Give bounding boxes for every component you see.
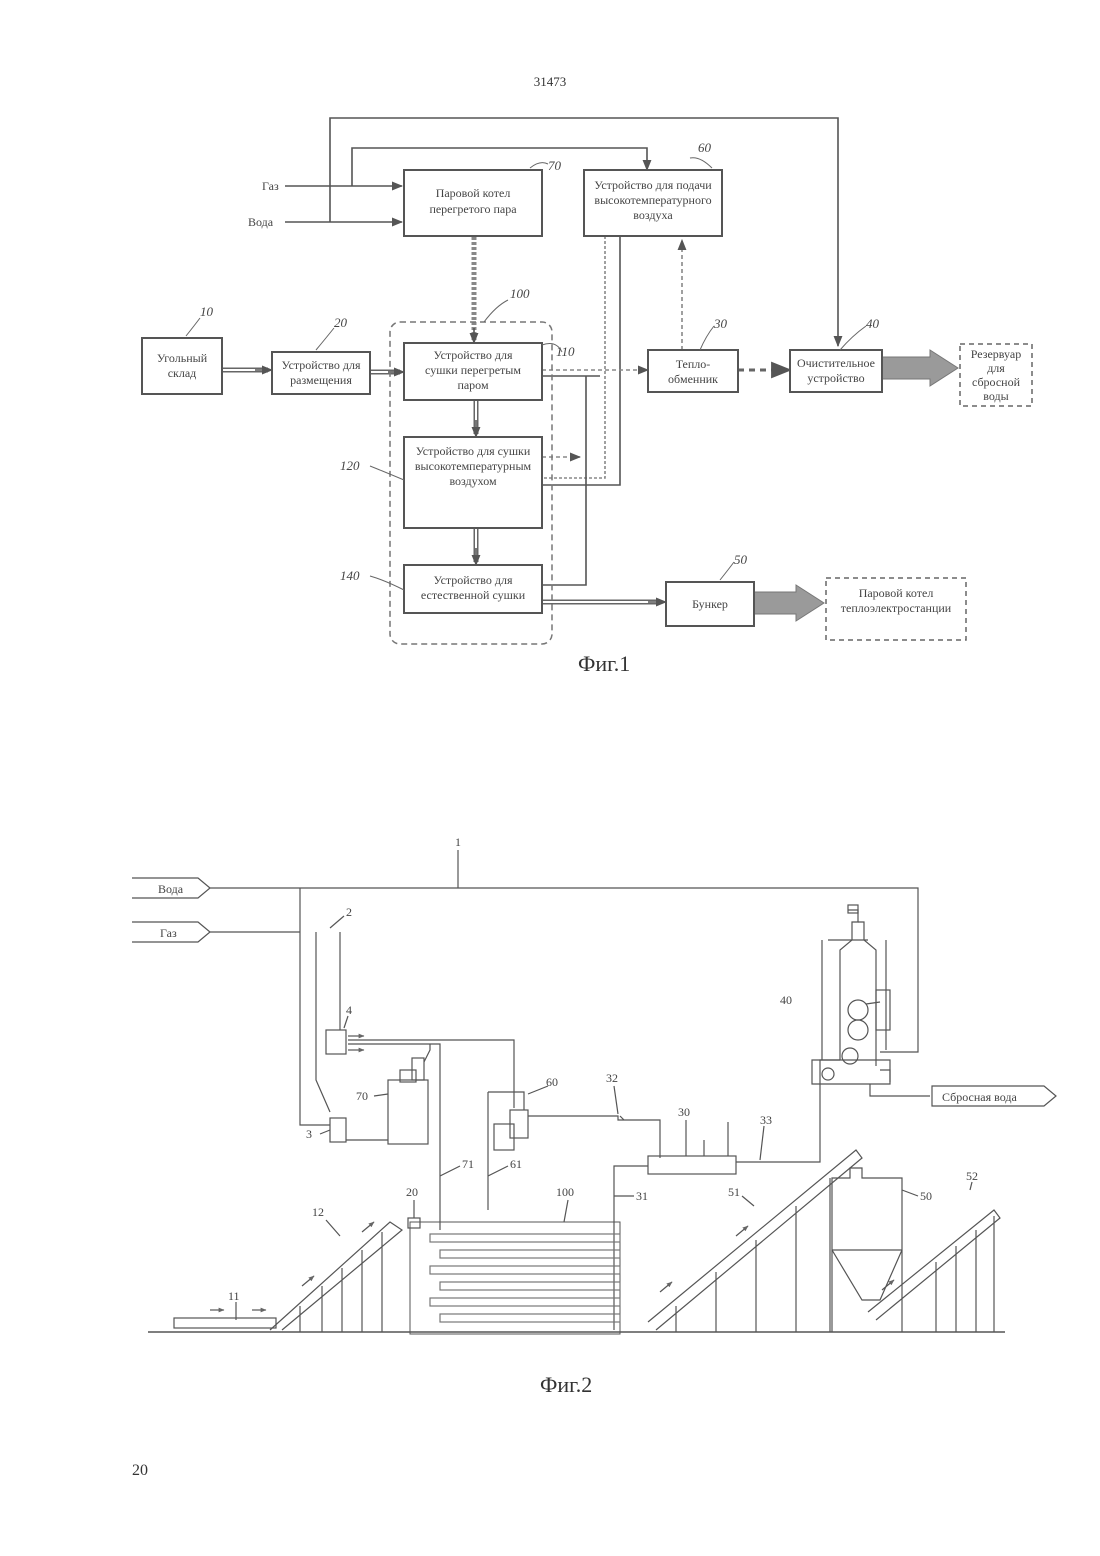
ref-30: 30 <box>713 316 728 331</box>
fig2-num-3: 3 <box>306 1127 312 1141</box>
reservoir-l1: Резервуар <box>971 347 1021 361</box>
ref-120: 120 <box>340 458 360 473</box>
air-dryer-l1: Устройство для сушки <box>416 444 531 458</box>
natural-dryer-l2: естественной сушки <box>421 588 526 602</box>
reservoir-l3: сбросной <box>972 375 1021 389</box>
reservoir-l4: воды <box>983 389 1008 403</box>
cleaner-to-reservoir-arrow <box>882 350 958 386</box>
fig2-num-52: 52 <box>966 1169 978 1183</box>
fig2-num-11: 11 <box>228 1289 240 1303</box>
boiler-l2: перегретого пара <box>429 202 517 216</box>
page-number: 20 <box>132 1462 148 1480</box>
fig2-num-70: 70 <box>356 1089 368 1103</box>
coal-store-l2: склад <box>168 366 197 380</box>
power-boiler-l1: Паровой котел <box>859 586 934 600</box>
figure-2-plant-layout <box>132 850 1056 1334</box>
ref-10: 10 <box>200 304 214 319</box>
boiler-l1: Паровой котел <box>436 186 511 200</box>
fig2-num-40: 40 <box>780 993 792 1007</box>
fig2-num-12: 12 <box>312 1205 324 1219</box>
bunker-l1: Бункер <box>692 597 728 611</box>
ref-140: 140 <box>340 568 360 583</box>
steam-dryer-l2: сушки перегретым <box>425 363 521 377</box>
hx-l2: обменник <box>668 372 718 386</box>
ref-60: 60 <box>698 140 712 155</box>
fig2-gas-label: Газ <box>160 926 177 940</box>
figure-1-caption: Фиг.1 <box>578 651 630 677</box>
hot-air-l3: воздуха <box>633 208 673 222</box>
fig2-num-4: 4 <box>346 1003 352 1017</box>
fig2-num-100: 100 <box>556 1185 574 1199</box>
fig2-num-1: 1 <box>455 835 461 849</box>
placement-l2: размещения <box>290 373 352 387</box>
cleaner-l2: устройство <box>807 371 864 385</box>
hx-l1: Тепло- <box>676 357 711 371</box>
bunker-to-boiler-arrow <box>754 585 824 621</box>
ref-100: 100 <box>510 286 530 301</box>
fig2-waste-water-label: Сбросная вода <box>942 1090 1017 1104</box>
reservoir-l2: для <box>987 361 1005 375</box>
hot-air-supply-line <box>542 236 620 485</box>
fig2-num-50: 50 <box>920 1189 932 1203</box>
hot-air-l1: Устройство для подачи <box>594 178 712 192</box>
fig2-num-51: 51 <box>728 1185 740 1199</box>
ref-110: 110 <box>556 344 575 359</box>
water-label: Вода <box>248 215 274 229</box>
gas-label: Газ <box>262 179 279 193</box>
ref-20: 20 <box>334 315 348 330</box>
placement-l1: Устройство для <box>282 358 361 372</box>
fig2-num-31: 31 <box>636 1189 648 1203</box>
power-boiler-l2: теплоэлектростанции <box>841 601 952 615</box>
figure-2-caption: Фиг.2 <box>540 1372 592 1398</box>
fig2-num-60: 60 <box>546 1075 558 1089</box>
ref-40: 40 <box>866 316 880 331</box>
cleaner-l1: Очистительное <box>797 356 875 370</box>
coal-store-l1: Угольный <box>157 351 208 365</box>
steam-dryer-l1: Устройство для <box>434 348 513 362</box>
fig2-num-61: 61 <box>510 1157 522 1171</box>
air-dryer-l3: воздухом <box>449 474 497 488</box>
air-dryer-l2: высокотемпературным <box>415 459 532 473</box>
ref-70: 70 <box>548 158 562 173</box>
steam-dryer-l3: паром <box>457 378 489 392</box>
fig2-num-32: 32 <box>606 1071 618 1085</box>
hot-air-l2: высокотемпературного <box>594 193 711 207</box>
fig2-num-2: 2 <box>346 905 352 919</box>
fig2-num-33: 33 <box>760 1113 772 1127</box>
fig2-num-20: 20 <box>406 1185 418 1199</box>
fig2-num-71: 71 <box>462 1157 474 1171</box>
natural-dryer-l1: Устройство для <box>434 573 513 587</box>
ref-50: 50 <box>734 552 748 567</box>
fig2-water-label: Вода <box>158 882 184 896</box>
fig2-num-30: 30 <box>678 1105 690 1119</box>
